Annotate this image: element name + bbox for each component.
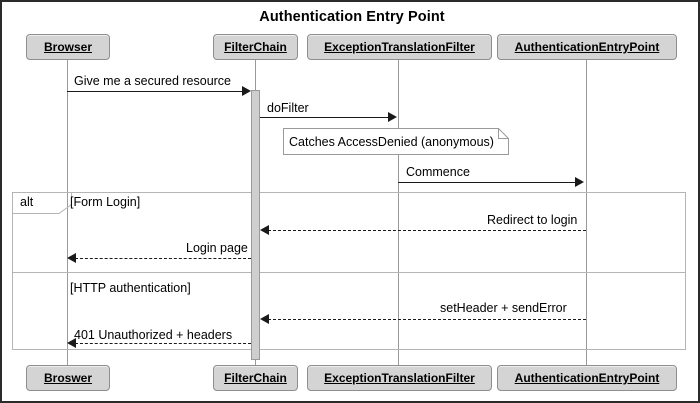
participant-authenticationentrypoint-top-label: AuthenticationEntryPoint [514, 40, 660, 54]
lifeline-authenticationentrypoint [586, 60, 587, 365]
participant-browser-top[interactable]: Browser [26, 34, 110, 60]
alt-guard-form-login: [Form Login] [70, 195, 141, 209]
message-arrowhead-commence [575, 177, 584, 187]
participant-browser-bottom[interactable]: Broswer [26, 365, 110, 391]
note-shape [283, 128, 509, 155]
message-label-login-page: Login page [186, 241, 248, 255]
message-label-redirect-to-login: Redirect to login [487, 213, 578, 227]
message-line-setheader-senderror [268, 319, 586, 320]
message-arrowhead-dofilter [388, 112, 397, 122]
participant-exceptiontranslationfilter-bottom-label: ExceptionTranslationFilter [324, 371, 475, 385]
message-label-401-unauthorized-headers: 401 Unauthorized + headers [74, 328, 233, 342]
participant-filterchain-bottom-label: FilterChain [224, 371, 287, 385]
message-label-commence: Commence [406, 165, 470, 179]
message-line-login-page [75, 258, 251, 259]
message-label-give-me-a-secured-resource: Give me a secured resource [74, 74, 232, 88]
participant-filterchain-top[interactable]: FilterChain [213, 34, 298, 60]
message-line-dofilter [260, 117, 390, 118]
participant-filterchain-bottom[interactable]: FilterChain [213, 365, 298, 391]
message-label-dofilter: doFilter [267, 101, 309, 115]
alt-fragment-operator-tab [12, 192, 72, 214]
note-catches-accessdenied: Catches AccessDenied (anonymous) [283, 128, 509, 155]
message-arrowhead-login-page [67, 253, 76, 263]
message-label-setheader-senderror: setHeader + sendError [440, 301, 567, 315]
alt-guard-http-authentication: [HTTP authentication] [70, 281, 191, 295]
participant-authenticationentrypoint-bottom[interactable]: AuthenticationEntryPoint [497, 365, 677, 391]
participant-exceptiontranslationfilter-top[interactable]: ExceptionTranslationFilter [307, 34, 492, 60]
lifeline-browser [67, 60, 68, 365]
participant-authenticationentrypoint-bottom-label: AuthenticationEntryPoint [514, 371, 660, 385]
message-arrowhead-redirect-to-login [260, 225, 269, 235]
participant-exceptiontranslationfilter-top-label: ExceptionTranslationFilter [324, 40, 475, 54]
message-line-give-me-a-secured-resource [67, 91, 247, 92]
lifeline-exceptiontranslationfilter [398, 60, 399, 365]
message-line-401-unauthorized-headers [75, 343, 251, 344]
activation-bar-filterchain [251, 90, 260, 360]
alt-fragment-operator-label: alt [20, 195, 34, 209]
message-arrowhead-401-unauthorized-headers [67, 338, 76, 348]
alt-fragment-frame [12, 192, 686, 350]
participant-browser-bottom-label: Broswer [43, 371, 93, 385]
alt-fragment-divider [12, 272, 686, 273]
participant-authenticationentrypoint-top[interactable]: AuthenticationEntryPoint [497, 34, 677, 60]
page-title: Authentication Entry Point [259, 9, 445, 25]
participant-exceptiontranslationfilter-bottom[interactable]: ExceptionTranslationFilter [307, 365, 492, 391]
alt-tab-shape [12, 192, 72, 214]
participant-filterchain-top-label: FilterChain [224, 40, 287, 54]
note-text: Catches AccessDenied (anonymous) [289, 134, 494, 149]
message-arrowhead-give-me-a-secured-resource [242, 86, 251, 96]
participant-browser-top-label: Browser [43, 40, 93, 54]
message-line-commence [398, 182, 575, 183]
message-line-redirect-to-login [268, 230, 586, 231]
message-arrowhead-setheader-senderror [260, 314, 269, 324]
